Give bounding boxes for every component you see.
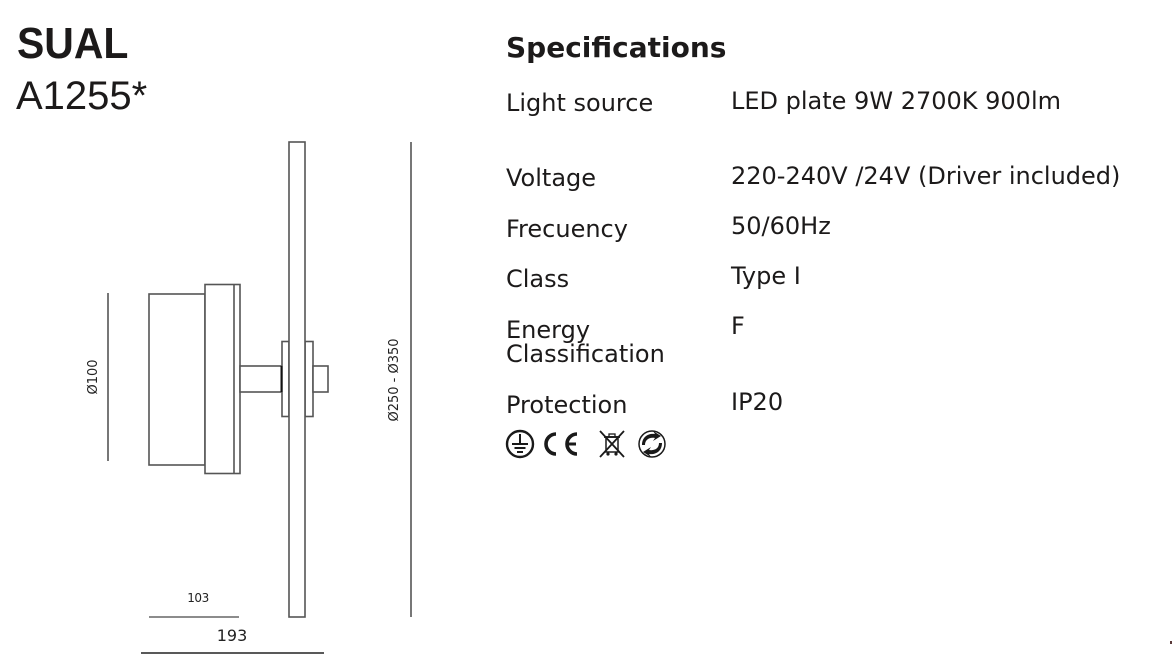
spec-label-protection: Protection xyxy=(506,391,628,419)
lamp-knob xyxy=(312,365,329,393)
lamp-stem xyxy=(239,365,283,393)
lamp-disc xyxy=(288,141,306,618)
dimension-label-disc-diameter: Ø250 - Ø350 xyxy=(387,338,402,421)
lamp-back-body xyxy=(148,293,206,466)
spec-label-light-source: Light source xyxy=(506,89,654,117)
spec-value-protection: IP20 xyxy=(731,388,784,416)
weee-crossed-bin-icon xyxy=(599,430,625,458)
certification-icons xyxy=(505,428,668,460)
earth-ground-icon xyxy=(505,429,535,459)
spec-value-class: Type I xyxy=(731,262,801,290)
spec-label-class: Class xyxy=(506,265,570,293)
spec-label-frequency: Frecuency xyxy=(506,215,628,243)
lamp-washer-right xyxy=(304,340,314,418)
dimension-label-total-depth: 193 xyxy=(217,626,248,645)
product-code: A1255* xyxy=(16,74,148,118)
technical-drawing: Ø100 Ø250 - Ø350 103 193 xyxy=(86,141,412,654)
spec-value-light-source: LED plate 9W 2700K 900lm xyxy=(731,87,1061,115)
spec-label-voltage: Voltage xyxy=(506,164,597,192)
spec-label-energy-line2: Classification xyxy=(506,340,665,368)
lamp-washer-left xyxy=(281,340,290,418)
spec-value-voltage: 220-240V /24V (Driver included) xyxy=(731,162,1121,190)
spec-label-energy-line1: Energy xyxy=(506,316,591,344)
ce-mark-icon xyxy=(544,432,578,456)
green-dot-recycling-icon xyxy=(638,430,666,458)
corner-mark xyxy=(1170,641,1172,644)
specifications-title: Specifications xyxy=(506,31,727,64)
spec-value-energy-classification: F xyxy=(731,312,745,340)
product-name: SUAL xyxy=(17,19,129,68)
dimension-label-body-diameter: Ø100 xyxy=(86,359,101,394)
spec-value-frequency: 50/60Hz xyxy=(731,212,831,240)
spec-label-energy-classification: Energy Classification xyxy=(506,318,726,366)
dimension-label-body-depth: 103 xyxy=(187,591,208,605)
